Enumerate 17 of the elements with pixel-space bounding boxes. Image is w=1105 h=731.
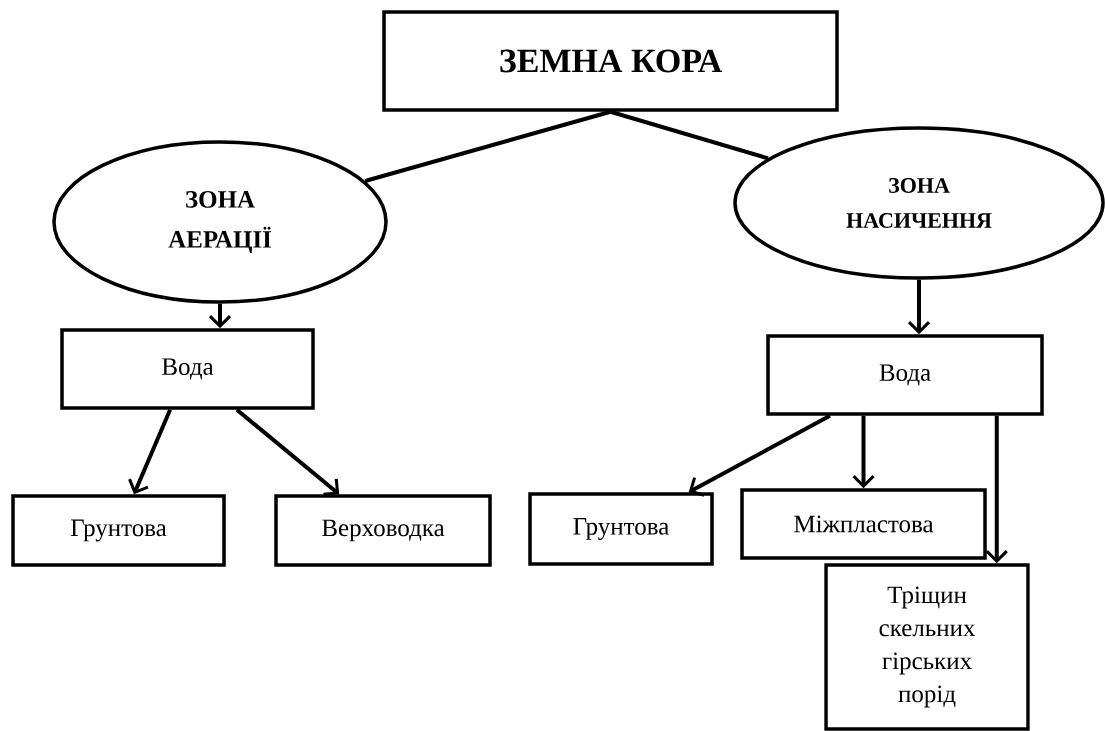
arrow	[852, 415, 875, 489]
connector-line	[609, 109, 769, 161]
connector-line	[364, 109, 612, 183]
box: Міжпластова	[740, 488, 987, 560]
box: Вода	[60, 328, 315, 410]
box: Вода	[766, 334, 1044, 416]
arrow	[907, 279, 931, 335]
box: Грунтова	[528, 492, 714, 566]
box: Верховодка	[274, 494, 492, 567]
arrow	[235, 408, 340, 496]
box: Грунтова	[11, 494, 226, 567]
arrow	[208, 303, 232, 329]
box: ЗЕМНА КОРА	[382, 10, 839, 112]
arrow	[985, 415, 1008, 564]
box: Тріщин скельних гірських порід	[824, 563, 1030, 731]
arrow	[688, 414, 831, 497]
arrow	[128, 408, 172, 495]
